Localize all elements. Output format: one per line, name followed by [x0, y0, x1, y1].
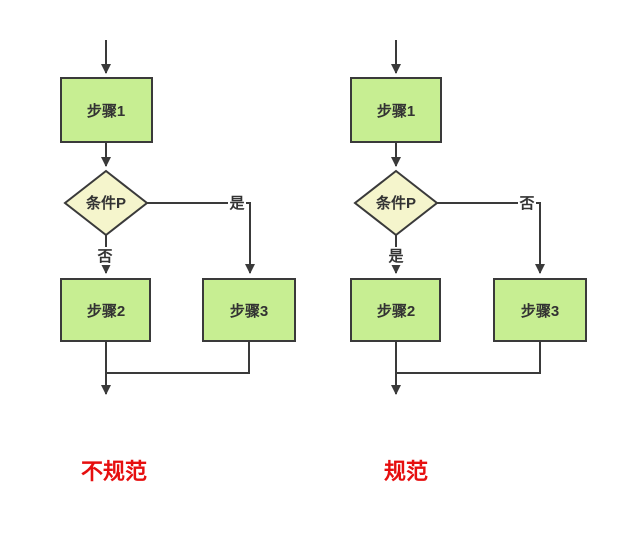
right-branch-label: 是 — [228, 195, 245, 212]
step2-box — [350, 278, 441, 342]
step1-label: 步骤1 — [87, 103, 125, 120]
down-branch-label-bg — [96, 247, 114, 265]
right-branch-label: 否 — [518, 195, 534, 212]
decision-label: 条件P — [85, 194, 126, 212]
caption-non-standard: 不规范 — [81, 459, 147, 484]
right-branch-arrow — [437, 202, 545, 274]
decision-label: 条件P — [375, 194, 416, 212]
right-branch-label-bg — [518, 194, 536, 212]
down-branch-label: 否 — [96, 248, 112, 265]
step1-box — [350, 77, 442, 143]
caption-standard: 规范 — [384, 459, 428, 484]
step2-label: 步骤2 — [377, 303, 415, 320]
right-branch-arrow — [147, 202, 255, 274]
down-branch-label-bg — [387, 247, 405, 265]
merge-line — [396, 341, 541, 374]
merge-line — [106, 341, 250, 374]
right-branch-label-bg — [228, 194, 246, 212]
step3-label: 步骤3 — [521, 303, 559, 320]
step1-label: 步骤1 — [377, 103, 415, 120]
step3-label: 步骤3 — [230, 303, 268, 320]
flowchart-non-standard: 步骤1 条件P 是 否 步骤2 步骤3 不规范 — [60, 40, 296, 484]
flowchart-standard: 步骤1 条件P 否 是 步骤2 步骤3 规范 — [350, 40, 587, 484]
down-branch-label: 是 — [387, 248, 404, 265]
step2-label: 步骤2 — [87, 303, 125, 320]
